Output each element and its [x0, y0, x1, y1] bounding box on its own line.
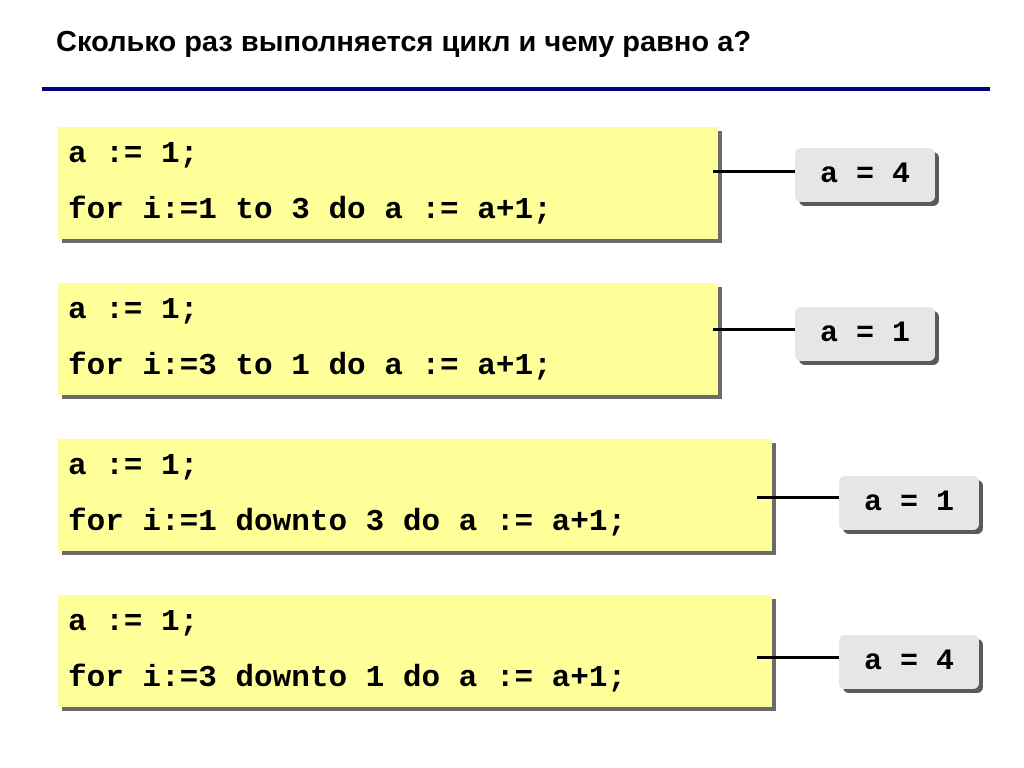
code-block-3: a := 1; for i:=1 downto 3 do a := a+1;	[58, 439, 772, 551]
code-block-2: a := 1; for i:=3 to 1 do a := a+1;	[58, 283, 718, 395]
page-title: Сколько раз выполняется цикл и чему равн…	[56, 26, 752, 58]
code-line-loop: for i:=1 downto 3 do a := a+1;	[68, 505, 627, 540]
callout-pointer-2	[713, 328, 797, 331]
code-line-assign: a := 1;	[68, 293, 199, 328]
code-line-loop: for i:=3 to 1 do a := a+1;	[68, 349, 552, 384]
code-block-4: a := 1; for i:=3 downto 1 do a := a+1;	[58, 595, 772, 707]
code-line-assign: a := 1;	[68, 605, 199, 640]
answer-callout-1: a = 4	[795, 148, 935, 202]
callout-pointer-1	[713, 170, 797, 173]
code-block-1: a := 1; for i:=1 to 3 do a := a+1;	[58, 127, 718, 239]
callout-pointer-4	[757, 656, 841, 659]
title-divider	[42, 87, 990, 91]
code-line-loop: for i:=1 to 3 do a := a+1;	[68, 193, 552, 228]
code-line-loop: for i:=3 downto 1 do a := a+1;	[68, 661, 627, 696]
answer-callout-4: a = 4	[839, 635, 979, 689]
code-line-assign: a := 1;	[68, 137, 199, 172]
answer-callout-3: a = 1	[839, 476, 979, 530]
answer-callout-2: a = 1	[795, 307, 935, 361]
callout-pointer-3	[757, 496, 841, 499]
code-line-assign: a := 1;	[68, 449, 199, 484]
